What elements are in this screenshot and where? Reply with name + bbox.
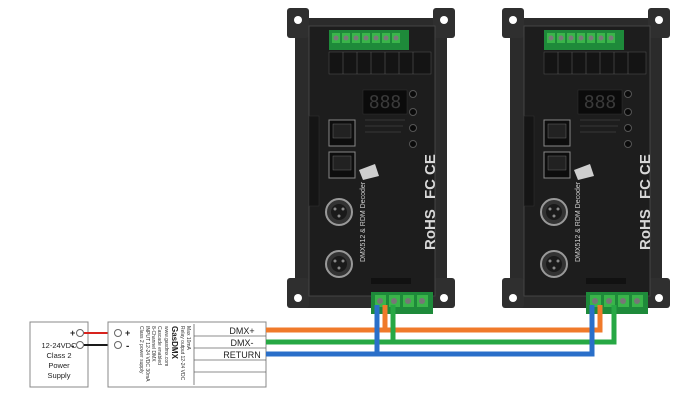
power-supply-minus-label: - [71, 341, 74, 352]
gasdmx-plus-terminal [114, 329, 122, 337]
decoder-2-ce: CE [637, 154, 654, 175]
power-supply-line-2: Class 2 [46, 351, 71, 360]
gasdmx-text-2: INPUT 12-24 VDC 30mA [144, 326, 150, 382]
decoder-1-ce: CE [422, 154, 439, 175]
power-supply: 12-24VDC Class 2 Power Supply + - [29, 321, 89, 388]
power-supply-plus-terminal [76, 329, 84, 337]
decoder-1-fc: FC [422, 179, 439, 199]
decoder-1: DMX512 & RDM Decoder RoHS FC CE [286, 7, 456, 315]
decoder-2: DMX512 & RDM Decoder RoHS FC CE [501, 7, 671, 315]
dmx-plus-terminal-label: DMX+ [229, 326, 254, 336]
dmx-minus-terminal-label: DMX- [231, 338, 254, 348]
power-supply-minus-terminal [76, 341, 84, 349]
gasdmx-rotated-text: Class 2 power supply INPUT 12-24 VDC 30m… [138, 326, 179, 382]
decoder-2-rohs: RoHS [637, 209, 654, 250]
gasdmx-brand: GasDMX [170, 326, 179, 360]
decoder-2-title: DMX512 & RDM Decoder [575, 181, 582, 262]
gasdmx-minus-label: - [126, 341, 129, 352]
gasdmx-relay-text: Relay output 12-24 VDC Max 10mA [179, 326, 191, 381]
gasdmx-text-5: www.gasdmx.com [163, 326, 169, 366]
gasdmx-relay-2: Max 10mA [185, 326, 191, 351]
gasdmx-text-4: Cascade enabled [156, 326, 162, 365]
power-supply-line-4: Supply [48, 371, 71, 380]
decoder-2-fc: FC [637, 179, 654, 199]
decoder-1-rohs: RoHS [422, 209, 439, 250]
gasdmx-text-1: Class 2 power supply [138, 326, 144, 374]
gasdmx-minus-terminal [114, 341, 122, 349]
power-supply-line-1: 12-24VDC [41, 341, 77, 350]
power-supply-plus-label: + [70, 328, 75, 338]
gasdmx-text-3: 8-Channel DMX [150, 326, 156, 362]
dmx-minus-wire [266, 305, 617, 345]
decoder-1-title: DMX512 & RDM Decoder [360, 181, 367, 262]
gasdmx-relay-1: Relay output 12-24 VDC [179, 326, 185, 381]
power-supply-line-3: Power [48, 361, 70, 370]
gasdmx-box: + - Class 2 power supply INPUT 12-24 VDC… [107, 321, 267, 388]
gasdmx-plus-label: + [125, 328, 130, 338]
return-terminal-label: RETURN [223, 350, 261, 360]
